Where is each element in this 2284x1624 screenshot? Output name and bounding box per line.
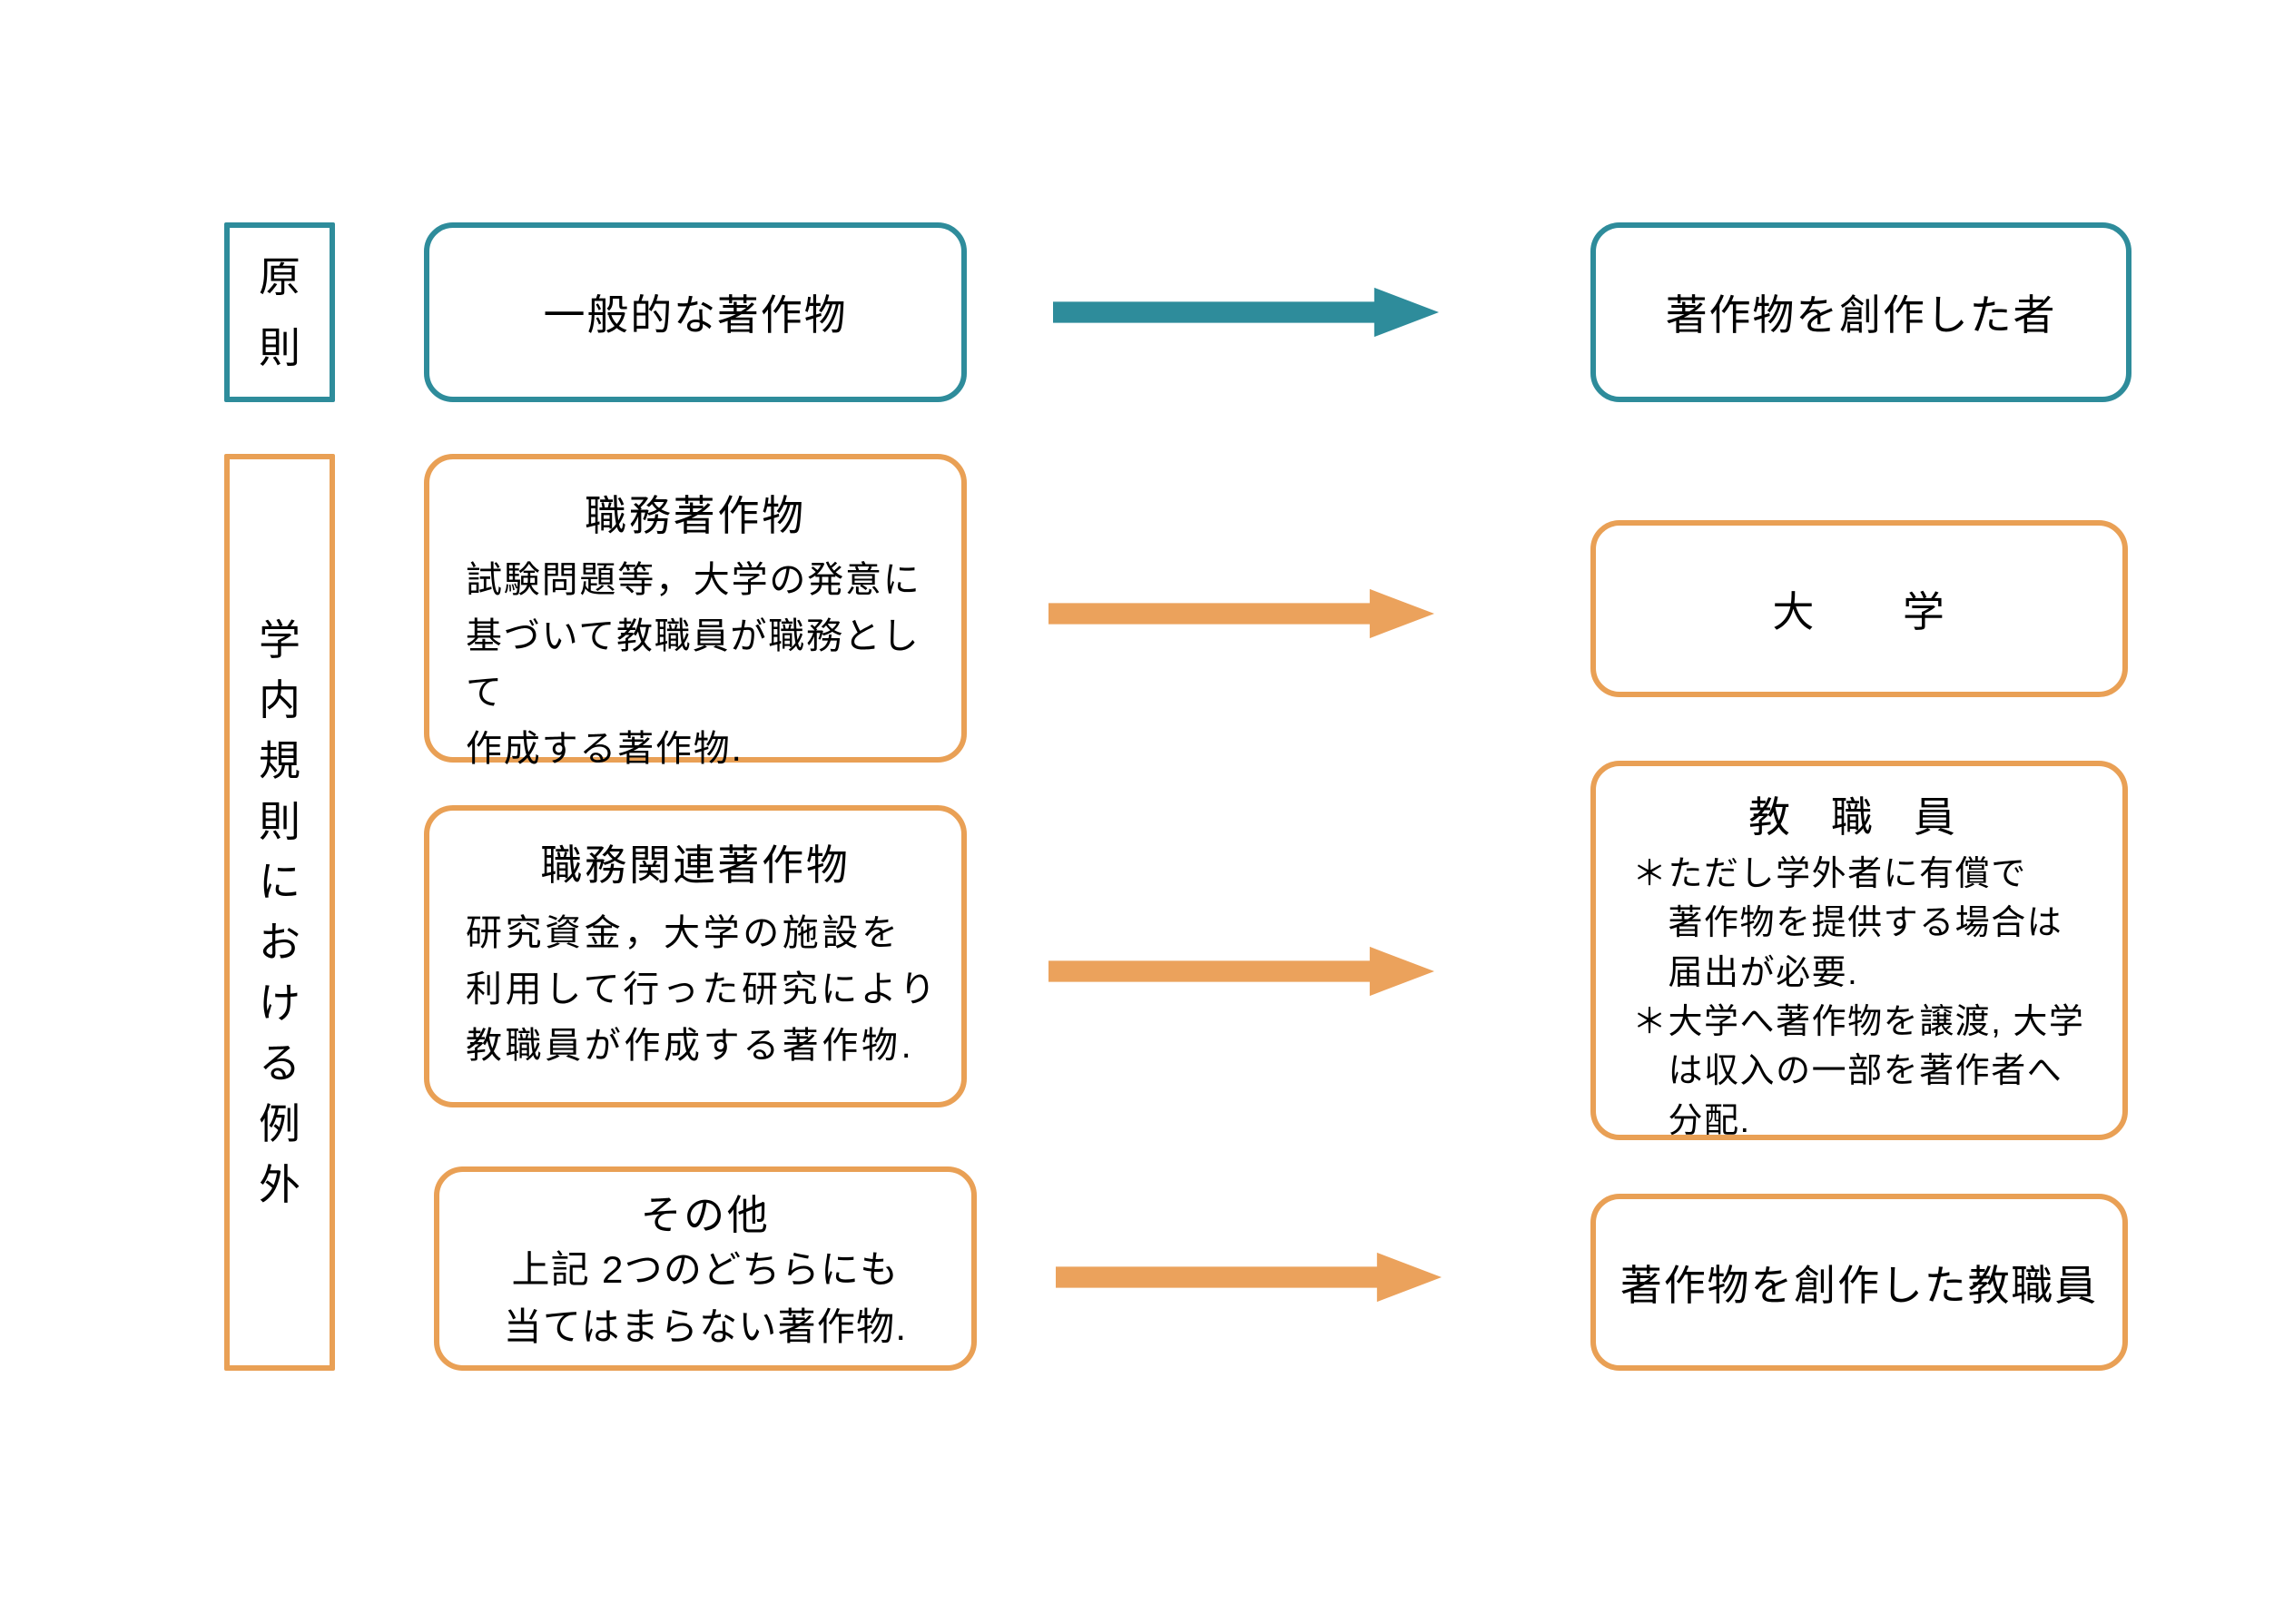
creator-staff-box: 著作物を創作した教職員	[1590, 1194, 2128, 1371]
others-title: その他	[640, 1192, 771, 1238]
general-work-box: 一般的な著作物	[424, 222, 967, 402]
arrow-work-for-hire-right-icon	[1048, 587, 1434, 640]
university-label: 大 学	[1772, 587, 1946, 635]
exception-rules-label: 学 内 規 則 に お け る 例 外	[224, 454, 335, 1371]
principle-row-label: 原 則	[224, 222, 335, 402]
work-related-title: 職務関連著作物	[540, 842, 851, 889]
arrow-work-related-right-icon	[1048, 945, 1434, 998]
creator-box: 著作物を創作した者	[1590, 222, 2131, 402]
work-for-hire-box: 職務著作物 試験問題等，大学の発意に 基づいて教職員が職務として 作成する著作物…	[424, 454, 967, 769]
work-for-hire-title: 職務著作物	[585, 492, 806, 539]
general-work-label: 一般的な著作物	[543, 291, 848, 339]
work-for-hire-description: 試験問題等，大学の発意に 基づいて教職員が職務として 作成する著作物.	[466, 560, 921, 769]
staff-box: 教 職 員 ＊ただし学外者に有償で 著作物を提供する場合は 届出が必要. ＊大学…	[1590, 761, 2128, 1140]
others-description: 上記 2つのどちらにも 当てはまらない著作物.	[503, 1248, 908, 1348]
arrow-principle-right-icon	[1053, 286, 1439, 339]
university-box: 大 学	[1590, 520, 2128, 697]
others-box: その他 上記 2つのどちらにも 当てはまらない著作物.	[434, 1166, 977, 1371]
creator-staff-label: 著作物を創作した教職員	[1619, 1261, 2099, 1309]
work-related-description: 研究資金，大学の施設を 利用して行った研究により 教職員が作成する著作物.	[466, 913, 940, 1066]
staff-title: 教 職 員	[1747, 793, 1971, 841]
creator-label: 著作物を創作した者	[1665, 291, 2057, 339]
staff-notes: ＊ただし学外者に有償で 著作物を提供する場合は 届出が必要. ＊大学へ著作物を譲…	[1632, 855, 2085, 1140]
arrow-others-right-icon	[1056, 1251, 1442, 1304]
work-related-box: 職務関連著作物 研究資金，大学の施設を 利用して行った研究により 教職員が作成す…	[424, 805, 967, 1107]
